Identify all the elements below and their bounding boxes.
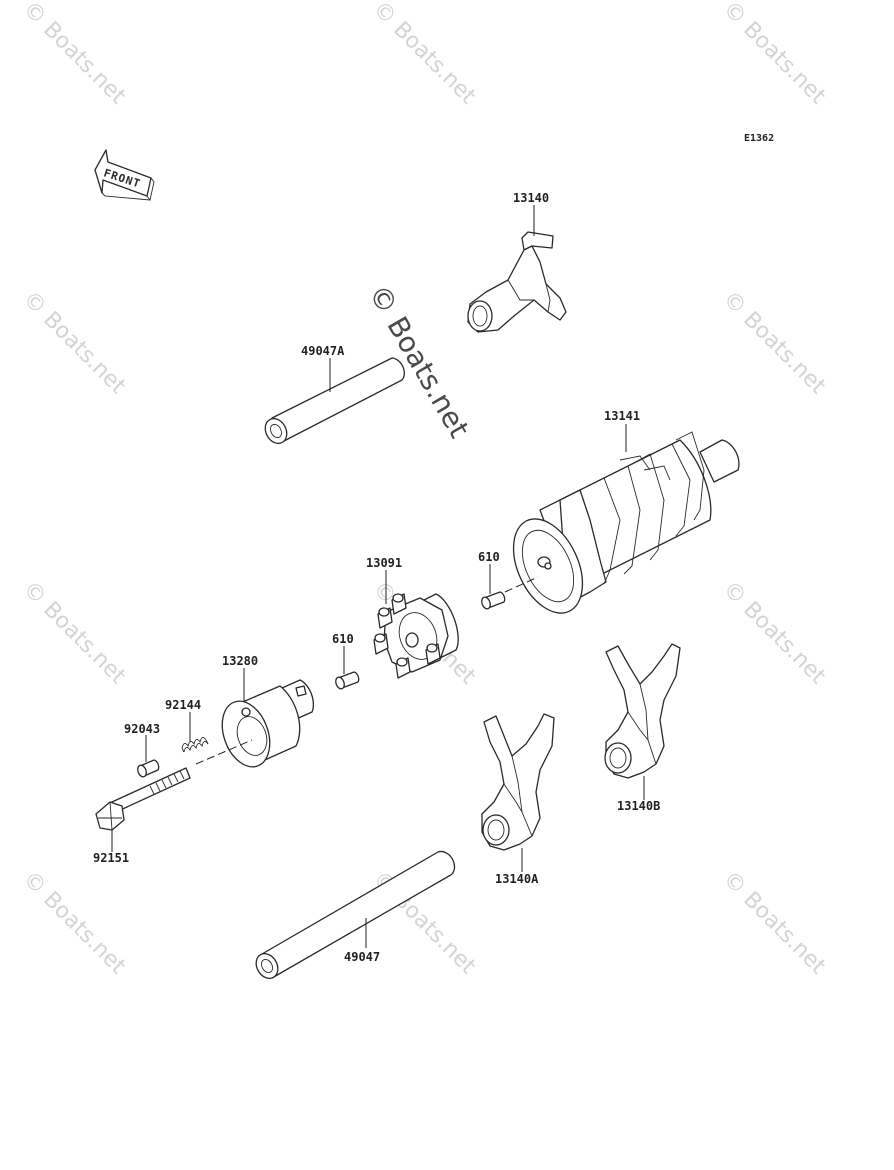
watermark: © Boats.net	[718, 577, 831, 690]
front-arrow-icon: FRONT	[94, 149, 155, 202]
label-13140B: 13140B	[617, 799, 660, 813]
holder-13280	[221, 679, 314, 768]
spring-92144	[181, 737, 209, 753]
bolt-92151	[95, 767, 191, 831]
watermark: © Boats.net	[18, 287, 131, 400]
label-49047A: 49047A	[301, 344, 345, 358]
drum-axis-line	[504, 576, 539, 593]
watermark-layer: © Boats.net © Boats.net © Boats.net © Bo…	[18, 0, 831, 979]
shift-fork-13140	[467, 231, 567, 333]
label-13140: 13140	[513, 191, 549, 205]
shift-rod-49047	[255, 850, 456, 979]
pin-610-lower	[335, 671, 360, 690]
pin-plate-13091	[373, 593, 459, 679]
diagram-code: E1362	[744, 133, 774, 144]
label-92151: 92151	[93, 851, 129, 865]
pin-610-upper	[481, 591, 506, 610]
label-610-upper: 610	[478, 550, 500, 564]
shift-fork-13140B	[604, 643, 681, 779]
label-49047: 49047	[344, 950, 380, 964]
watermark: © Boats.net	[18, 0, 131, 109]
watermark: © Boats.net	[368, 0, 481, 109]
label-13140A: 13140A	[495, 872, 539, 886]
shift-fork-13140A	[481, 713, 555, 851]
shift-rod-49047A	[264, 357, 405, 445]
label-610-lower: 610	[332, 632, 354, 646]
label-13091: 13091	[366, 556, 402, 570]
label-92043: 92043	[124, 722, 160, 736]
pin-92043	[137, 759, 160, 778]
center-watermark: © Boats.net	[362, 279, 476, 443]
watermark: © Boats.net	[718, 287, 831, 400]
watermark: © Boats.net	[18, 577, 131, 690]
label-13141: 13141	[604, 409, 640, 423]
label-13280: 13280	[222, 654, 258, 668]
label-92144: 92144	[165, 698, 201, 712]
watermark: © Boats.net	[18, 867, 131, 980]
watermark: © Boats.net	[718, 867, 831, 980]
bolt-axis-line	[195, 739, 253, 765]
watermark: © Boats.net	[718, 0, 831, 109]
shift-drum-13141	[512, 431, 740, 614]
